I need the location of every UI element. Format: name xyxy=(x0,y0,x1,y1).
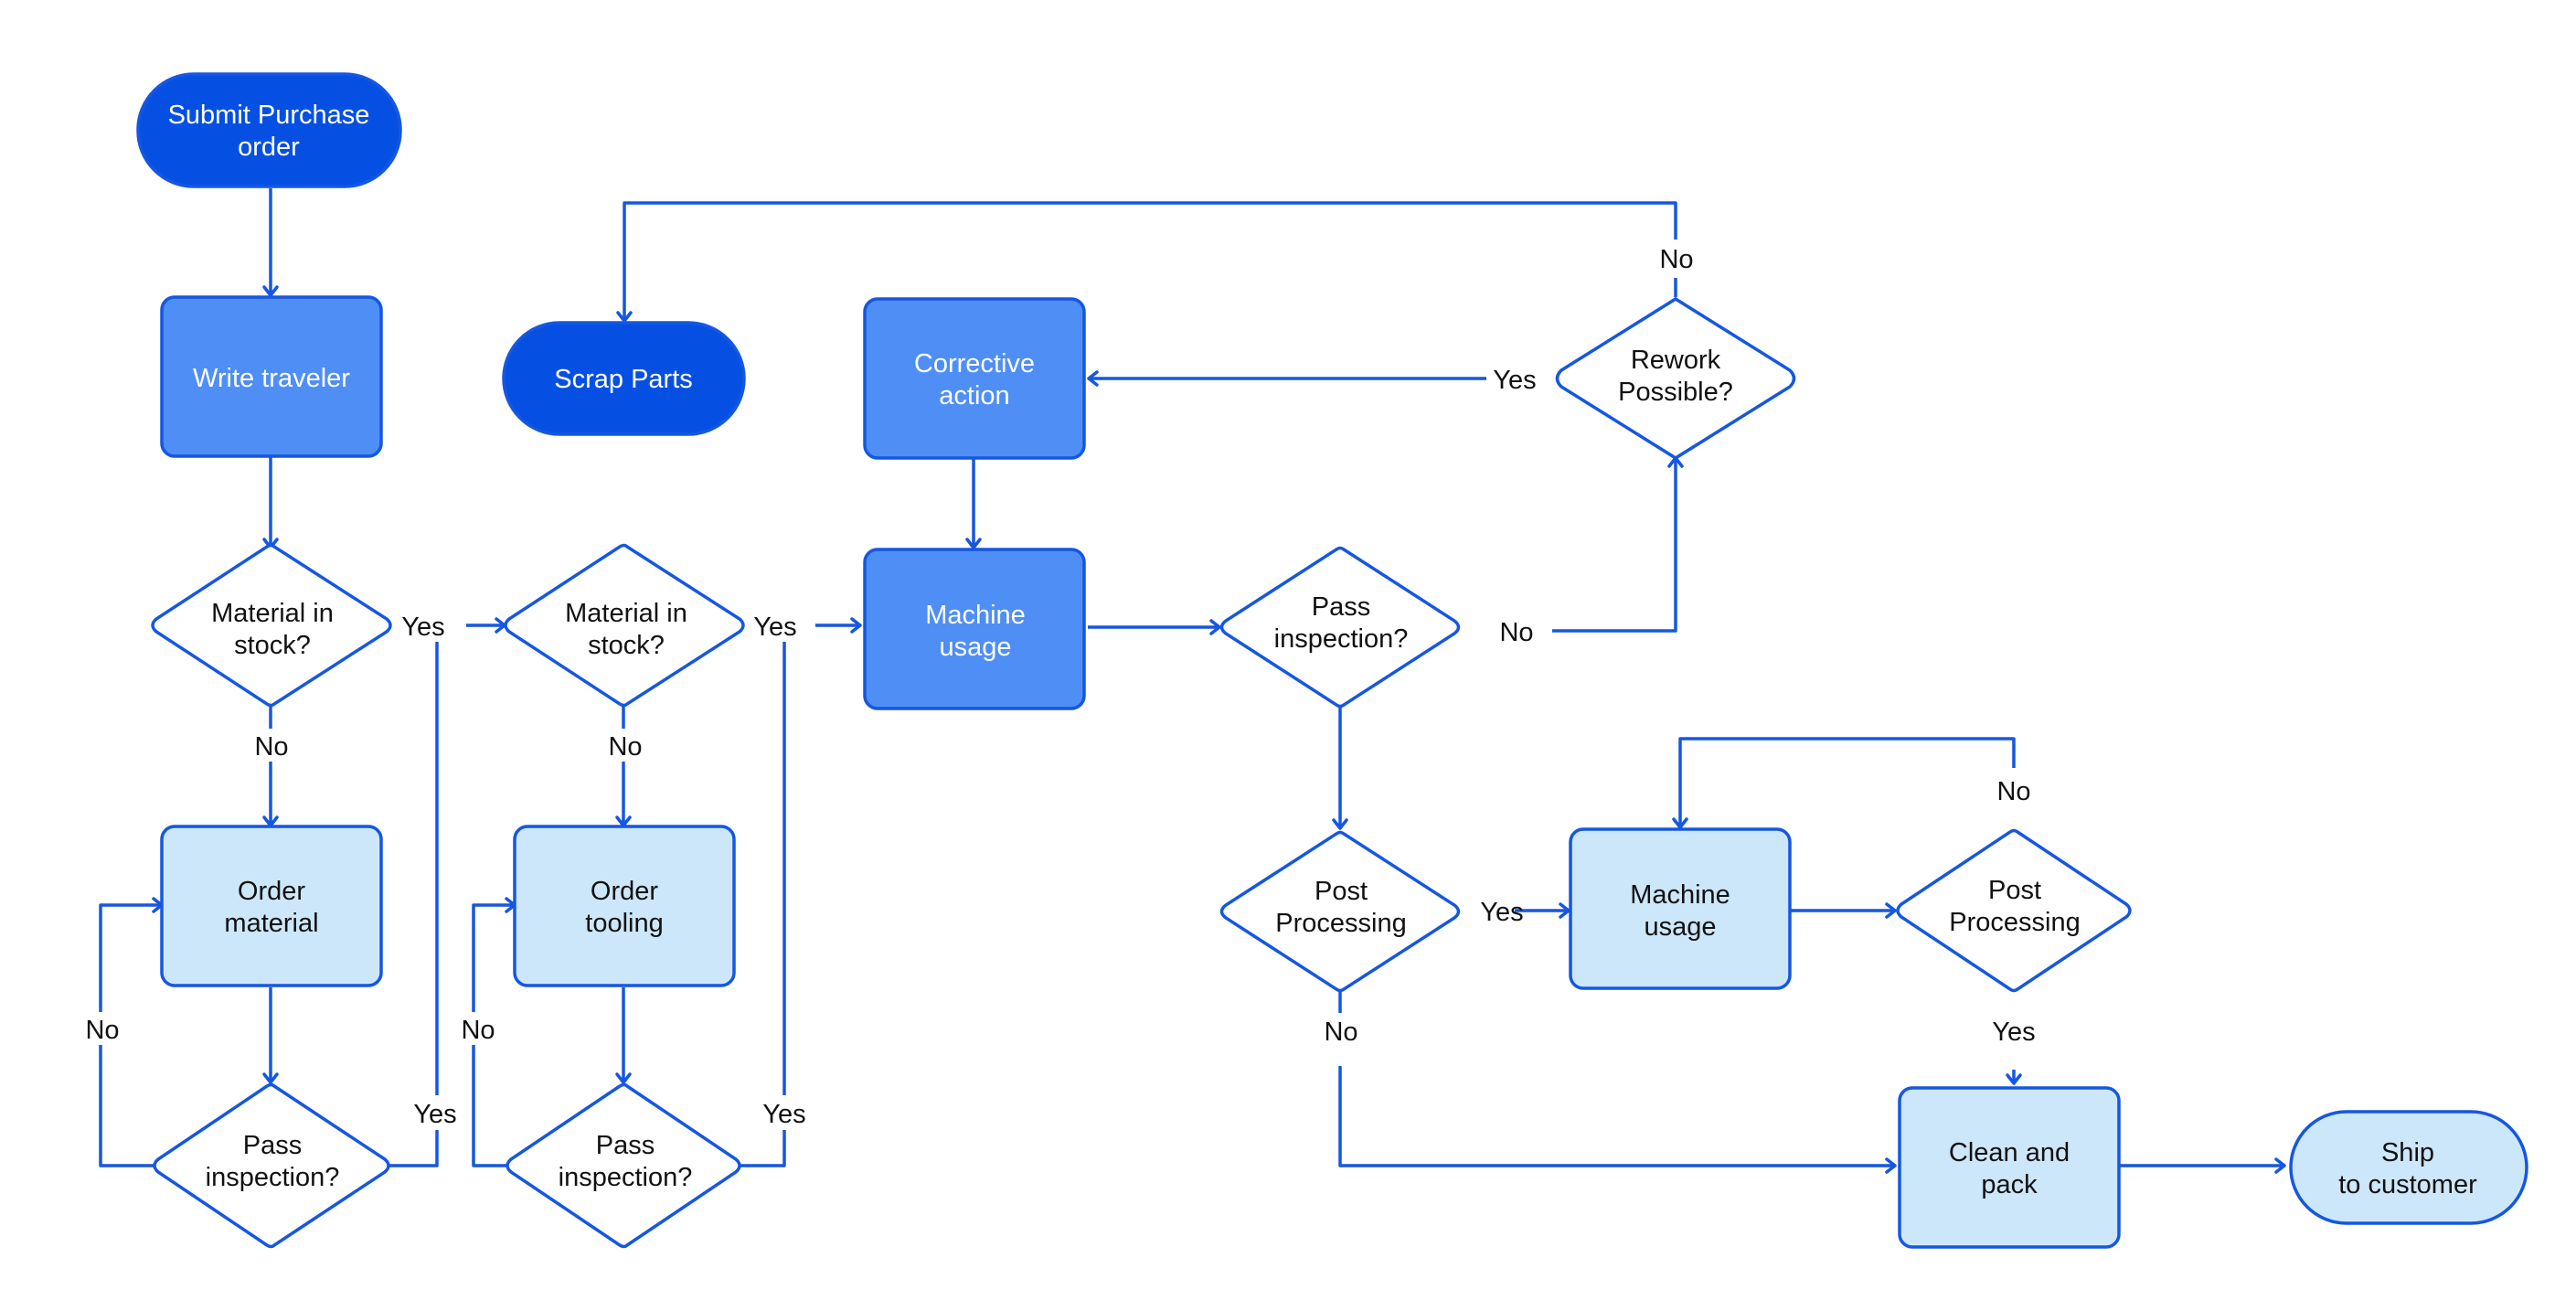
node-label: order xyxy=(238,133,300,162)
edge-label-post2-yes: Yes xyxy=(1992,1018,2035,1047)
node-machine-usage-1[interactable]: Machine usage xyxy=(863,548,1086,710)
node-label: Machine xyxy=(1630,880,1730,910)
node-label: Order xyxy=(591,877,658,906)
edge-label-inspect-main-no: No xyxy=(1499,618,1533,647)
edge-label-rework-no: No xyxy=(1659,245,1693,274)
node-material-in-stock-decision-2[interactable]: Material in stock? xyxy=(504,543,745,708)
node-label: Possible? xyxy=(1618,378,1733,407)
node-label: stock? xyxy=(234,631,311,660)
node-order-tooling[interactable]: Order tooling xyxy=(513,825,736,987)
edge-rework-no-to-scrap xyxy=(616,201,1677,323)
edge-inspect1-yes-up xyxy=(389,642,439,1167)
edge-label-rework-yes: Yes xyxy=(1493,366,1536,395)
node-pass-inspection-decision-2[interactable]: Pass inspection? xyxy=(506,1082,741,1249)
edge-label-stock1-yes: Yes xyxy=(401,613,444,642)
connectors xyxy=(99,188,2286,1174)
node-label: Post xyxy=(1988,876,2041,905)
node-rework-possible-decision[interactable]: Rework Possible? xyxy=(1555,296,1796,461)
node-label: Pass xyxy=(243,1131,302,1160)
node-label: Material in xyxy=(565,599,687,628)
edge-label-post1-no: No xyxy=(1324,1018,1357,1047)
node-label: Scrap Parts xyxy=(554,365,693,394)
node-post-processing-decision-1[interactable]: Post Processing xyxy=(1219,830,1461,993)
edge-inspect2-yes-up xyxy=(740,642,786,1167)
node-label: pack xyxy=(1981,1170,2038,1199)
node-label: Material in xyxy=(211,599,334,628)
node-label: Post xyxy=(1315,877,1368,906)
edge-label-stock2-yes: Yes xyxy=(753,613,796,642)
node-machine-usage-2[interactable]: Machine usage xyxy=(1569,827,1792,990)
node-label: Clean and xyxy=(1949,1138,2070,1167)
node-label: Write traveler xyxy=(193,364,350,393)
node-label: inspection? xyxy=(206,1163,340,1192)
edge-label-inspect1-no: No xyxy=(85,1016,119,1045)
edge-label-post2-no: No xyxy=(1996,777,2030,806)
node-clean-and-pack[interactable]: Clean and pack xyxy=(1898,1086,2121,1249)
node-material-in-stock-decision-1[interactable]: Material in stock? xyxy=(151,543,392,708)
node-label: Pass xyxy=(1312,592,1370,622)
node-scrap-parts[interactable]: Scrap Parts xyxy=(502,321,746,436)
node-label: inspection? xyxy=(1274,624,1409,654)
node-label: Machine xyxy=(925,601,1026,630)
edge-label-inspect1-yes: Yes xyxy=(413,1100,456,1129)
node-label: Pass xyxy=(596,1131,655,1160)
node-order-material[interactable]: Order material xyxy=(160,825,383,987)
edge-label-inspect2-no: No xyxy=(461,1016,495,1045)
node-label: Processing xyxy=(1949,908,2080,937)
edge-post1-no-to-clean-2 xyxy=(1338,1066,1897,1174)
node-pass-inspection-decision-1[interactable]: Pass inspection? xyxy=(153,1082,390,1249)
node-label: Order xyxy=(238,877,305,906)
edge-label-inspect2-yes: Yes xyxy=(762,1100,805,1129)
node-post-processing-decision-2[interactable]: Post Processing xyxy=(1896,828,2132,993)
node-label: inspection? xyxy=(559,1163,693,1192)
edge-label-stock2-no: No xyxy=(608,732,642,762)
edge-labels: No Yes Yes Yes No No No No Yes No No No … xyxy=(77,240,2040,1130)
node-label: Submit Purchase xyxy=(168,101,370,130)
node-ship-to-customer[interactable]: Ship to customer xyxy=(2289,1110,2528,1225)
node-label: tooling xyxy=(585,909,663,938)
edge-label-post1-yes: Yes xyxy=(1480,898,1523,927)
node-write-traveler[interactable]: Write traveler xyxy=(160,295,383,458)
node-label: Rework xyxy=(1631,346,1721,375)
node-pass-inspection-decision-main[interactable]: Pass inspection? xyxy=(1219,546,1461,709)
edge-post2-no-loop xyxy=(1672,737,2016,829)
node-submit-purchase-order[interactable]: Submit Purchase order xyxy=(136,72,402,188)
node-label: usage xyxy=(1644,912,1716,942)
node-label: Processing xyxy=(1275,909,1406,938)
node-label: usage xyxy=(939,633,1011,662)
node-label: stock? xyxy=(588,631,665,660)
edge-inspect-main-no-to-rework xyxy=(1552,456,1684,633)
node-label: material xyxy=(224,909,318,938)
node-label: action xyxy=(939,381,1009,410)
node-corrective-action[interactable]: Corrective action xyxy=(863,297,1086,460)
node-label: Corrective xyxy=(914,349,1035,378)
edge-label-stock1-no: No xyxy=(254,732,288,762)
node-label: to customer xyxy=(2338,1170,2477,1199)
node-label: Ship xyxy=(2381,1138,2434,1167)
